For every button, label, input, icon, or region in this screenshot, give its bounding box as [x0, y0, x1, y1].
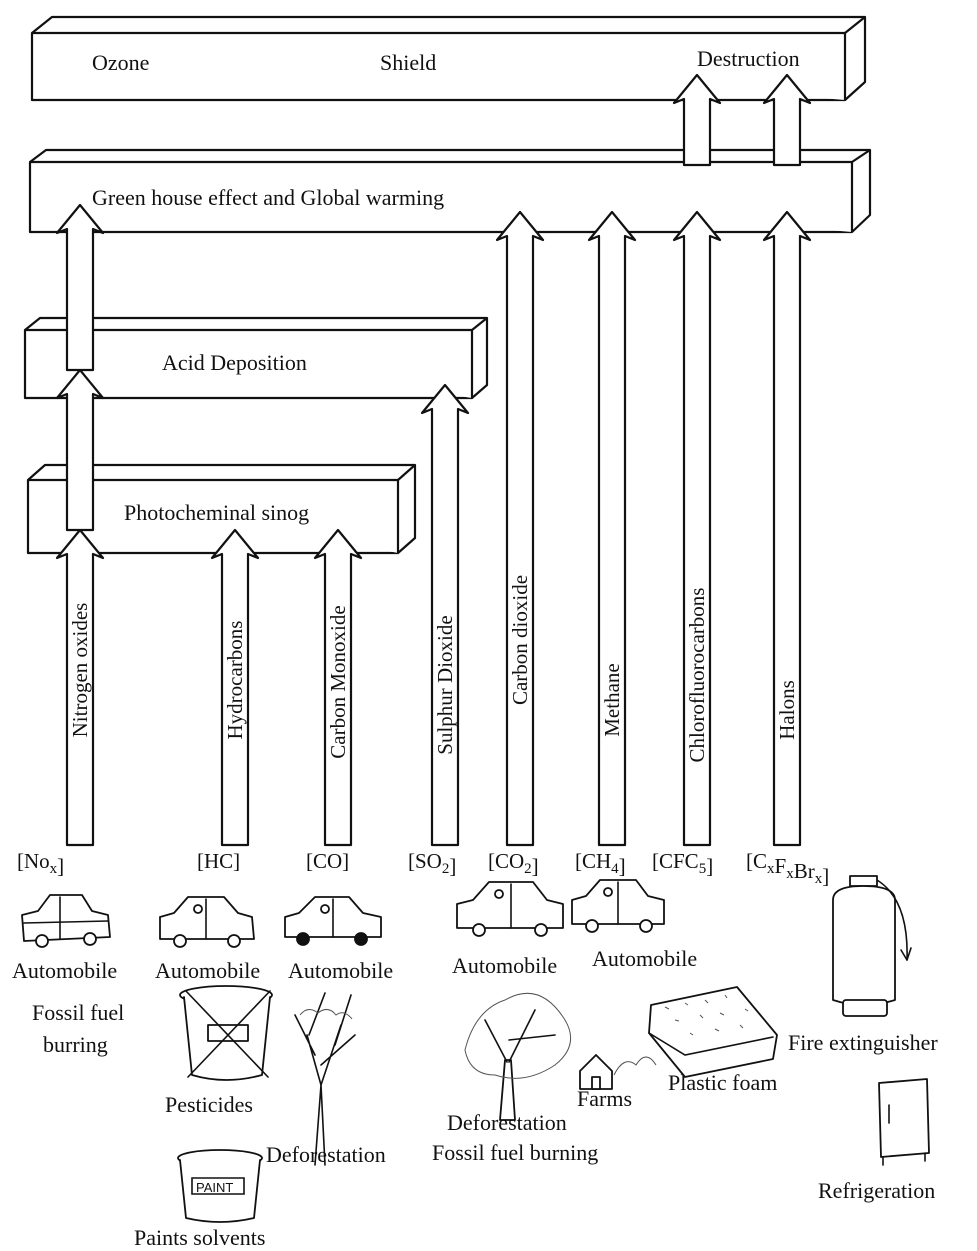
car-icon: [284, 896, 382, 946]
source-automobile-1: Automobile: [12, 958, 117, 983]
arrow-nitrogen-oxides: [55, 368, 105, 532]
ozone-shield-layer: Ozone Shield Destruction: [30, 15, 867, 102]
arrow-halons: [762, 210, 812, 847]
source-refrigeration: Refrigeration: [818, 1178, 935, 1203]
arrow-carbon-monoxide: [313, 528, 363, 847]
fire-extinguisher-icon: [832, 875, 912, 1017]
source-automobile-4: Automobile: [452, 953, 557, 978]
source-farms: Farms: [577, 1086, 632, 1111]
source-pesticides: Pesticides: [165, 1092, 253, 1117]
formula-chlorofluorocarbons: [CFC5]: [652, 849, 713, 878]
source-automobile-2: Automobile: [155, 958, 260, 983]
pollutant-name-halons: Halons: [775, 680, 799, 740]
destruction-label: Destruction: [697, 46, 800, 71]
tree-icon: [294, 992, 356, 1166]
arrow-methane: [587, 210, 637, 847]
photochemical-smog-layer: Photocheminal sinog: [26, 463, 417, 555]
paint-bucket-icon: [179, 985, 273, 1081]
formula-carbon-dioxide: [CO2]: [488, 849, 539, 878]
tree-icon: [464, 992, 572, 1121]
formula-hydrocarbons: [HC]: [197, 849, 240, 873]
pollutant-name-carbon-dioxide: Carbon dioxide: [508, 575, 532, 705]
car-icon: [159, 896, 255, 948]
car-icon: [21, 894, 111, 948]
pollutant-name-chlorofluorocarbons: Chlorofluorocarbons: [685, 588, 709, 763]
source-paints: Paints solvents: [134, 1225, 265, 1250]
formula-methane: [CH4]: [575, 849, 626, 878]
arrow-chlorofluorocarbons: [672, 73, 722, 167]
formula-halons: [CxFxBrx]: [746, 849, 829, 888]
source-labels: Automobile Fossil fuel burring Automobil…: [12, 946, 938, 1250]
acid-deposition-layer: Acid Deposition: [23, 316, 489, 400]
acid-deposition-label: Acid Deposition: [162, 350, 307, 375]
car-icon: [571, 879, 665, 933]
pollutant-formulas: [Nox] [HC] [CO] [SO2] [CO2] [CH4] [CFC5] [CxFxB…: [17, 849, 829, 888]
refrigerator-icon: [878, 1078, 930, 1166]
farm-house-icon: [579, 1054, 657, 1090]
source-deforestation-1: Deforestation: [266, 1142, 386, 1167]
ozone-label: Ozone: [92, 50, 149, 75]
arrow-halons: [762, 73, 812, 167]
source-plastic-foam: Plastic foam: [668, 1070, 777, 1095]
source-fossil-fuel-burning: Fossil fuel burning: [432, 1140, 598, 1165]
pollutant-name-sulphur-dioxide: Sulphur Dioxide: [433, 615, 457, 754]
photochemical-smog-label: Photocheminal sinog: [124, 500, 309, 525]
pollutant-name-carbon-monoxide: Carbon Monoxide: [326, 605, 350, 758]
arrow-nitrogen-oxides: [55, 203, 105, 372]
car-icon: [456, 881, 564, 937]
arrow-hydrocarbons: [210, 528, 260, 847]
source-fire-extinguisher: Fire extinguisher: [788, 1030, 938, 1055]
formula-sulphur-dioxide: [SO2]: [408, 849, 456, 878]
source-deforestation-2: Deforestation: [447, 1110, 567, 1135]
arrow-sulphur-dioxide: [420, 383, 470, 847]
source-automobile-3: Automobile: [288, 958, 393, 983]
pollutant-name-nitrogen-oxides: Nitrogen oxides: [68, 603, 92, 738]
plastic-foam-icon: [648, 986, 778, 1078]
paint-bucket-icon: PAINT: [177, 1149, 263, 1223]
source-automobile-5: Automobile: [592, 946, 697, 971]
formula-carbon-monoxide: [CO]: [306, 849, 349, 873]
pollutant-name-methane: Methane: [600, 663, 624, 736]
pollutant-names: Nitrogen oxides Hydrocarbons Carbon Monoxi…: [68, 575, 799, 763]
arrow-chlorofluorocarbons: [672, 210, 722, 847]
pollutant-name-hydrocarbons: Hydrocarbons: [223, 621, 247, 740]
pollutant-arrows: [55, 73, 812, 847]
arrow-carbon-dioxide: [495, 210, 545, 847]
source-fossil-fuel-2: burring: [43, 1032, 108, 1057]
svg-text:PAINT: PAINT: [196, 1180, 233, 1195]
arrow-nitrogen-oxides: [55, 528, 105, 847]
shield-label: Shield: [380, 50, 436, 75]
source-icons: PAINT: [21, 875, 930, 1223]
greenhouse-label: Green house effect and Global warming: [92, 185, 444, 210]
formula-nitrogen-oxides: [Nox]: [17, 849, 64, 878]
greenhouse-layer: Green house effect and Global warming: [28, 148, 872, 234]
source-fossil-fuel-1: Fossil fuel: [32, 1000, 124, 1025]
